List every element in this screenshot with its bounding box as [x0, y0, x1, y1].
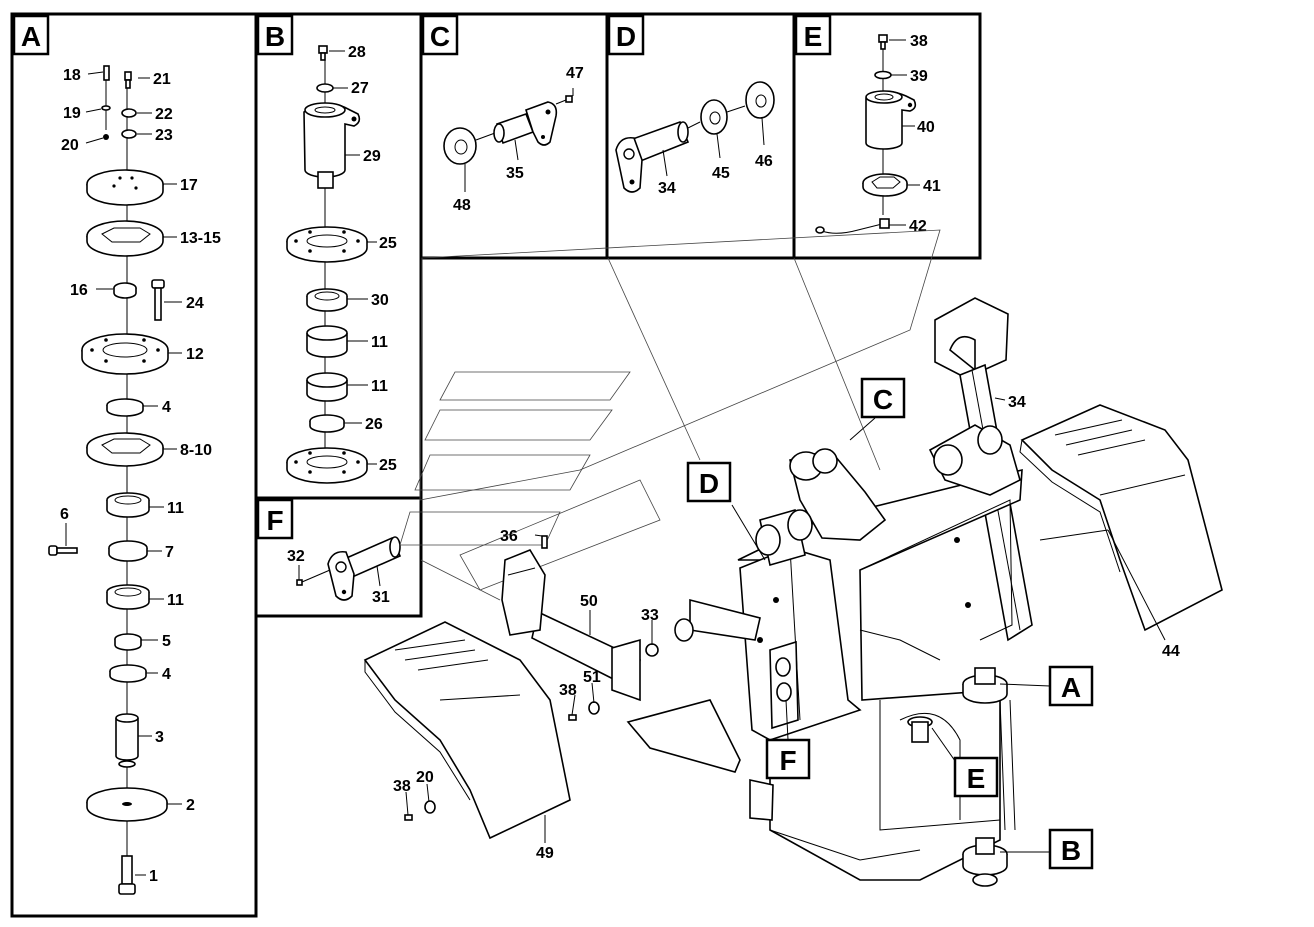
ghost-guides [399, 229, 941, 601]
label-a4-lower: 4 [162, 666, 171, 683]
label-m44: 44 [1162, 643, 1180, 660]
callout-d: D [699, 468, 719, 499]
label-a21: 21 [153, 71, 171, 88]
label-a2: 2 [186, 797, 195, 814]
panel-a-leaders [65, 71, 182, 876]
label-m51: 51 [583, 669, 601, 686]
label-a3: 3 [155, 729, 164, 746]
label-a20: 20 [61, 137, 79, 154]
panel-letter-c: C [430, 21, 450, 52]
label-a11-upper: 11 [167, 500, 184, 517]
label-m50: 50 [580, 593, 598, 610]
label-b26: 26 [365, 416, 383, 433]
label-a23: 23 [155, 127, 173, 144]
label-b27: 27 [351, 80, 369, 97]
label-m36: 36 [500, 528, 518, 545]
label-e39: 39 [910, 68, 928, 85]
label-b11-upper: 11 [371, 334, 388, 351]
label-e42: 42 [909, 218, 927, 235]
panel-e-leaders [889, 39, 920, 226]
label-c47: 47 [566, 65, 584, 82]
panel-a-labels: 18 21 19 22 20 23 17 13-15 16 24 12 4 8-… [60, 67, 221, 885]
panel-b-labels: 28 27 29 25 30 11 11 26 25 [348, 44, 397, 474]
panel-f-parts [296, 536, 402, 601]
label-e40: 40 [917, 119, 935, 136]
panel-c-labels: 47 35 48 [453, 65, 584, 214]
callout-a: A [1061, 672, 1081, 703]
panel-c-parts [443, 95, 573, 165]
callout-f: F [779, 745, 796, 776]
panel-d-labels: 34 45 46 [658, 153, 773, 197]
label-a1: 1 [149, 868, 158, 885]
panel-c-leaders [464, 88, 574, 192]
label-d45: 45 [712, 165, 730, 182]
callout-e: E [967, 763, 986, 794]
label-a22: 22 [155, 106, 173, 123]
panel-e-parts [815, 34, 917, 234]
label-b25-lower: 25 [379, 457, 397, 474]
main-assembly [363, 229, 1223, 887]
label-a7: 7 [165, 544, 174, 561]
main-labels: 34 44 36 50 33 38 51 38 20 49 [393, 394, 1180, 862]
panel-letter-d: D [616, 21, 636, 52]
label-a13-15: 13-15 [180, 230, 221, 247]
label-a12: 12 [186, 346, 204, 363]
label-a11-lower: 11 [167, 592, 184, 609]
callout-boxes: C D A F E B [686, 377, 1094, 870]
label-e38: 38 [910, 33, 928, 50]
label-a4-upper: 4 [162, 399, 171, 416]
label-a19: 19 [63, 105, 81, 122]
label-f32: 32 [287, 548, 305, 565]
panel-b-leaders [329, 50, 377, 465]
panel-f-leaders [298, 565, 381, 587]
label-c48: 48 [453, 197, 471, 214]
label-b25-upper: 25 [379, 235, 397, 252]
panel-letter-f: F [266, 505, 283, 536]
label-b29: 29 [363, 148, 381, 165]
label-m38-rear: 38 [393, 778, 411, 795]
label-a5: 5 [162, 633, 171, 650]
main-leaders [405, 397, 1166, 853]
callout-c: C [873, 384, 893, 415]
panel-f-labels: 32 31 [287, 548, 390, 606]
label-a17: 17 [180, 177, 198, 194]
label-a6: 6 [60, 506, 69, 523]
panel-b-parts [286, 45, 368, 484]
label-m33: 33 [641, 607, 659, 624]
panel-e-frame [792, 12, 982, 260]
panel-frames [10, 12, 982, 918]
panel-letter-a: A [21, 21, 41, 52]
panel-letters: A B C D E F [12, 14, 832, 540]
label-a18: 18 [63, 67, 81, 84]
label-m49: 49 [536, 845, 554, 862]
label-m20: 20 [416, 769, 434, 786]
label-d34: 34 [658, 180, 676, 197]
label-a8-10: 8-10 [180, 442, 212, 459]
panel-a-parts [48, 65, 169, 895]
label-m38-front: 38 [559, 682, 577, 699]
panel-letter-b: B [265, 21, 285, 52]
label-d46: 46 [755, 153, 773, 170]
panel-d-leaders [662, 117, 765, 177]
panel-d-parts [615, 81, 775, 193]
panel-letter-e: E [804, 21, 823, 52]
callout-b: B [1061, 835, 1081, 866]
label-b28: 28 [348, 44, 366, 61]
label-b11-lower: 11 [371, 378, 388, 395]
label-e41: 41 [923, 178, 941, 195]
label-c35: 35 [506, 165, 524, 182]
label-m34: 34 [1008, 394, 1026, 411]
label-a16: 16 [70, 282, 88, 299]
label-f31: 31 [372, 589, 390, 606]
panel-f-frame [254, 496, 423, 618]
panel-e-labels: 38 39 40 41 42 [909, 33, 941, 235]
label-a24: 24 [186, 295, 204, 312]
label-b30: 30 [371, 292, 389, 309]
